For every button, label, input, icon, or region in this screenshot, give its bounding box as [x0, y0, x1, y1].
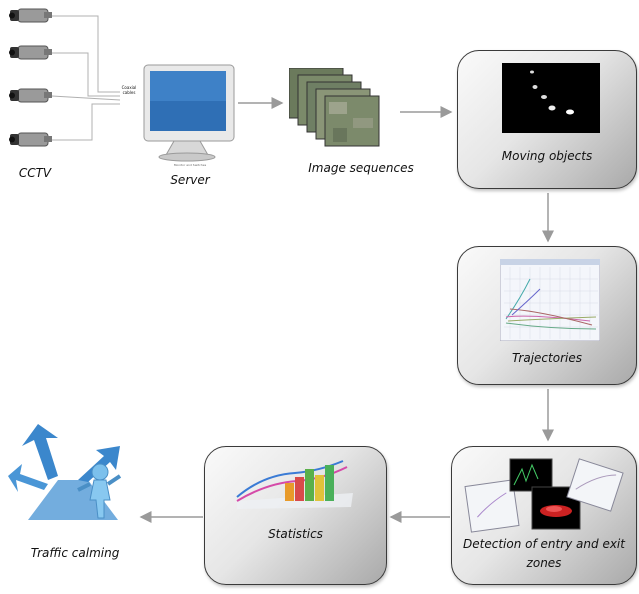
trajectories-label: Trajectories: [512, 351, 582, 365]
detection-box: Detection of entry and exit zones: [451, 446, 637, 585]
coaxial-cables-label: Coaxial cables: [121, 85, 137, 95]
image-stack-icon: [289, 68, 380, 147]
zone-plot-white-right: [566, 458, 624, 512]
moving-objects-image: [502, 63, 600, 133]
traffic-calming-label: Traffic calming: [30, 546, 120, 560]
person-figure: [77, 463, 122, 519]
server-monitor-icon: [143, 64, 235, 162]
cctv-camera-4: [9, 132, 52, 147]
trajectory-plot-icon: [500, 259, 600, 341]
zone-plot-black-top: [509, 458, 553, 492]
monitor-caption: Monitor and Switches: [173, 163, 207, 167]
image-sequences-label: Image sequences: [308, 161, 414, 175]
coaxial-cables: [51, 15, 121, 141]
cctv-camera-3: [9, 88, 52, 103]
cctv-camera-icon: [9, 8, 52, 147]
zone-plots-icon: [464, 458, 624, 533]
moving-objects-box: Moving objects: [457, 50, 637, 189]
statistics-label: Statistics: [268, 527, 323, 541]
statistics-chart-icon: [236, 460, 353, 509]
server-label: Server: [170, 173, 210, 187]
detection-label: Detection of entry and exit zones: [463, 537, 625, 570]
cctv-camera-1: [9, 8, 52, 23]
person-crossroads-icon: [8, 424, 122, 520]
cctv-camera-2: [9, 45, 52, 60]
cctv-label: CCTV: [18, 166, 52, 180]
moving-objects-label: Moving objects: [501, 149, 593, 163]
statistics-box: Statistics: [204, 446, 387, 585]
zone-plot-white-left: [464, 479, 520, 533]
trajectories-box: Trajectories: [457, 246, 637, 385]
